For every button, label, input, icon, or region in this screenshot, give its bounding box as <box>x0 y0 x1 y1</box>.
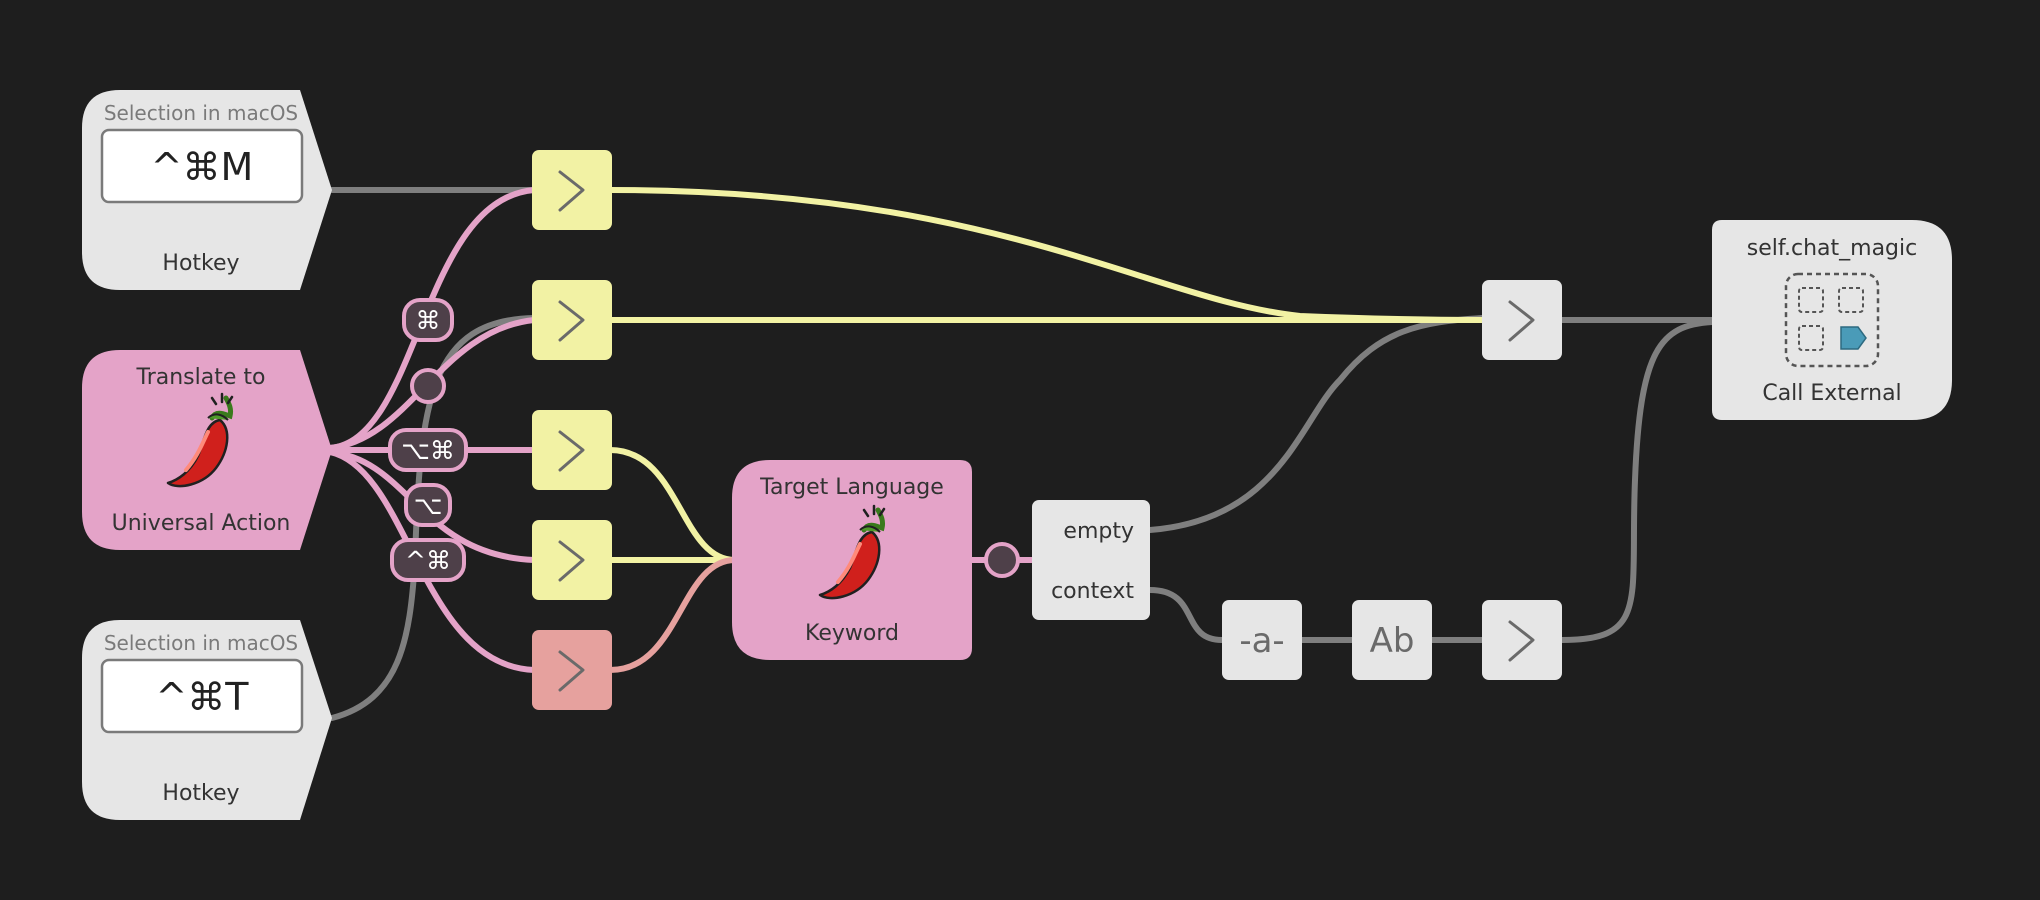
call-external-node[interactable]: self.chat_magic Call External <box>1712 220 1952 420</box>
modifier-badge-opt-label: ⌥ <box>414 491 443 520</box>
modifier-badge-opt-cmd[interactable] <box>388 428 468 472</box>
modifier-badge-cmd[interactable] <box>402 298 454 342</box>
wire-arg-to-call-external <box>1559 319 1715 643</box>
hotkey-bottom-type-label: Hotkey <box>162 781 239 806</box>
keyword-node[interactable]: Target Language Keyword <box>732 460 972 660</box>
wire-hotkey-bottom-to-arg2 <box>329 315 537 721</box>
hotkey-top-key-field[interactable] <box>100 128 304 204</box>
universal-action-node[interactable]: Translate to Universal Action <box>82 350 332 550</box>
hotkey-node-bottom[interactable]: Selection in macOS ^⌘T Hotkey <box>82 620 332 820</box>
arg-var-node-3[interactable] <box>532 410 612 490</box>
arg-var-node-context[interactable] <box>1482 600 1562 680</box>
hotkey-bottom-caption: Selection in macOS <box>104 631 298 655</box>
junction-node[interactable] <box>1482 280 1562 360</box>
replace-utility-label: -a- <box>1239 621 1284 661</box>
wire-arg3-to-keyword <box>607 447 738 563</box>
arg-var-node-2[interactable] <box>532 280 612 360</box>
keyword-type-label: Keyword <box>805 621 899 646</box>
hotkey-node-top[interactable]: Selection in macOS ^⌘M Hotkey <box>82 90 332 290</box>
wire-empty-to-junction <box>1147 315 1485 533</box>
chevron-right-icon <box>558 650 585 692</box>
call-external-type-label: Call External <box>1762 381 1901 406</box>
keyword-output-connector[interactable] <box>984 542 1020 578</box>
conditional-output-empty: empty <box>1063 519 1134 544</box>
chevron-right-icon <box>1508 300 1535 342</box>
universal-action-type-label: Universal Action <box>112 511 291 536</box>
wire-arg5-to-keyword <box>607 557 738 673</box>
modifier-badges: ⌘ ⌥⌘ ⌥ ^⌘ <box>388 298 468 582</box>
hotkey-top-caption: Selection in macOS <box>104 101 298 125</box>
external-trigger-icon <box>1784 272 1880 368</box>
chevron-right-icon <box>1508 620 1535 662</box>
modifier-badge-opt[interactable] <box>404 483 452 527</box>
call-external-title: self.chat_magic <box>1747 236 1917 261</box>
arg-var-node-4[interactable] <box>532 520 612 600</box>
hotkey-bottom-keys: ^⌘T <box>155 675 249 719</box>
wire-arg1-to-junction <box>607 187 1485 323</box>
transform-utility-node[interactable]: Ab <box>1352 600 1432 680</box>
chevron-right-icon <box>558 540 585 582</box>
hotkey-top-type-label: Hotkey <box>162 251 239 276</box>
arg-var-node-1[interactable] <box>532 150 612 230</box>
hotkey-top-keys: ^⌘M <box>151 145 254 189</box>
chevron-right-icon <box>558 430 585 472</box>
replace-utility-node[interactable]: -a- <box>1222 600 1302 680</box>
conditional-node[interactable]: empty context <box>1032 500 1150 620</box>
transform-utility-label: Ab <box>1370 621 1415 661</box>
keyword-title: Target Language <box>759 475 944 500</box>
modifier-badge-cmd-label: ⌘ <box>416 306 441 335</box>
conditional-output-context: context <box>1051 579 1134 604</box>
chevron-right-icon <box>558 170 585 212</box>
hotkey-bottom-key-field[interactable] <box>100 658 304 734</box>
modifier-badge-opt-cmd-label: ⌥⌘ <box>401 436 455 465</box>
modifier-badge-ctrl-cmd[interactable] <box>390 538 466 582</box>
universal-action-title: Translate to <box>136 365 266 390</box>
chevron-right-icon <box>558 300 585 342</box>
modifier-dot-none[interactable] <box>410 368 446 404</box>
modifier-badge-ctrl-cmd-label: ^⌘ <box>405 546 451 575</box>
arg-var-node-5[interactable] <box>532 630 612 710</box>
wire-context-to-replace <box>1147 587 1225 643</box>
